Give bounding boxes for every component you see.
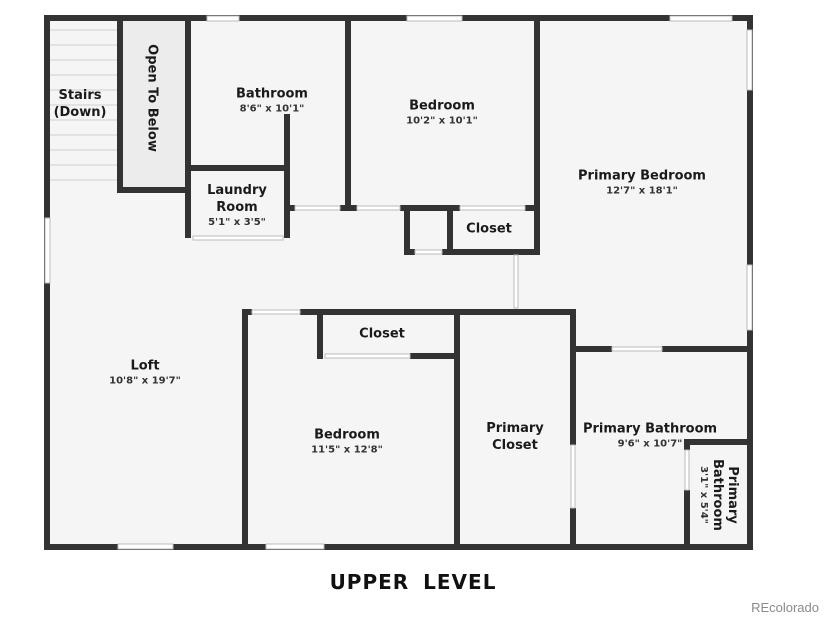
room-closet-1: Closet <box>466 221 512 237</box>
stair-treads <box>50 29 117 181</box>
level-title: UPPER LEVEL <box>329 570 497 594</box>
room-open-to-below: Open To Below <box>144 44 160 152</box>
room-closet-2: Closet <box>359 326 405 342</box>
floor <box>47 18 750 547</box>
doors-and-windows <box>44 15 753 550</box>
room-primary-closet: Primary Closet <box>486 421 544 453</box>
room-stairs: Stairs (Down) <box>53 88 107 120</box>
brand-watermark: REcolorado <box>751 600 819 615</box>
